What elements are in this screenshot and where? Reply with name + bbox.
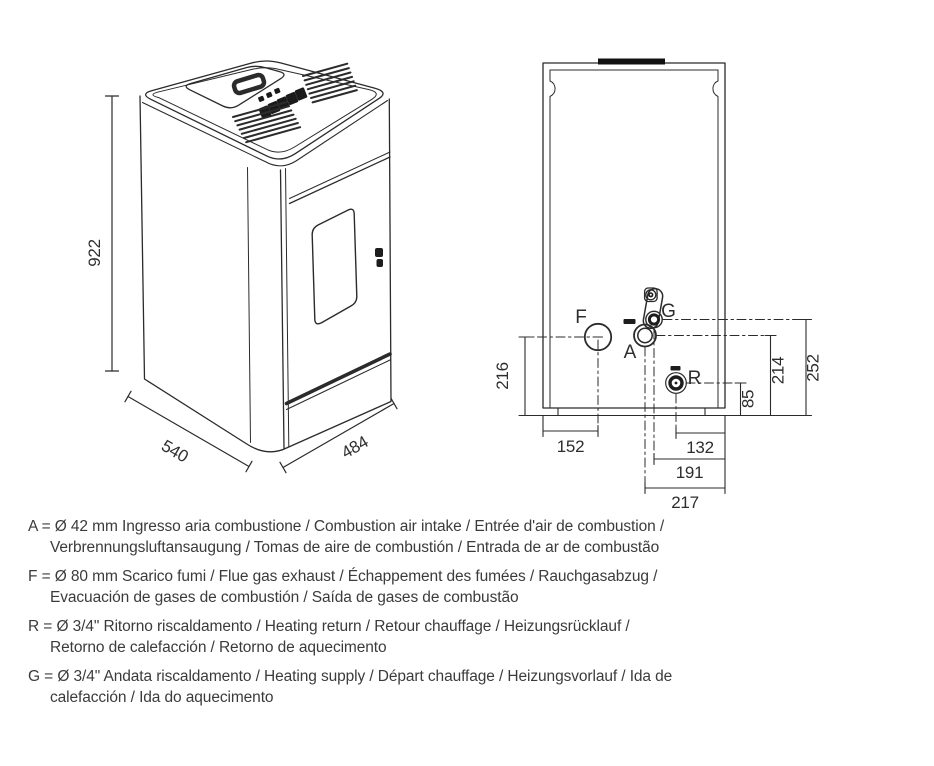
door-handle-icon (375, 248, 383, 267)
heating-supply-port-ring (647, 313, 661, 326)
door-top-edge (289, 151, 391, 199)
heating-supply-port-outer (645, 310, 663, 329)
port-label-g: G (661, 301, 676, 322)
dim-152 (542, 415, 599, 438)
top-grille-front (232, 101, 302, 144)
dim-depth-540 (124, 390, 253, 473)
rear-panel-inner-left (549, 69, 556, 409)
flue-exhaust-port (583, 322, 613, 352)
supply-valve-cap (643, 287, 658, 303)
top-grille-rear (302, 62, 358, 104)
door-bottom-edge-2 (285, 359, 391, 411)
rear-view: F G A R 216 (493, 58, 823, 512)
stove-top-face (144, 60, 384, 160)
dim-label-132: 132 (686, 438, 713, 457)
legend-line-a-2: Verbrennungsluftansaugung / Tomas de air… (50, 539, 660, 556)
dim-217 (644, 463, 726, 495)
supply-valve-cap-ring (645, 289, 657, 301)
dim-height-922 (104, 95, 120, 372)
dim-216 (518, 336, 532, 417)
rear-top-bracket (598, 58, 665, 65)
door-window (311, 208, 358, 325)
port-label-r: R (688, 368, 702, 389)
dim-label-85: 85 (739, 390, 758, 408)
dim-191 (653, 437, 726, 466)
dim-label-191: 191 (676, 463, 703, 482)
legend-line-f-1: F = Ø 80 mm Scarico fumi / Flue gas exha… (28, 568, 658, 585)
stove-corner-edge (247, 167, 251, 443)
door-bottom-edge (284, 352, 392, 406)
legend-line-a-1: A = Ø 42 mm Ingresso aria combustione / … (28, 518, 665, 535)
hopper-handle-icon (231, 72, 267, 96)
dim-214 (764, 334, 777, 417)
legend-line-r-1: R = Ø 3/4" Ritorno riscaldamento / Heati… (28, 618, 630, 635)
dim-width-484 (279, 397, 398, 474)
heating-return-port-dot (674, 381, 678, 385)
legend-line-g-2: calefacción / Ida do aquecimento (50, 689, 274, 706)
dim-label-216: 216 (493, 362, 512, 389)
stove-top-rim-edge (141, 99, 389, 167)
rear-panel-inner-right (712, 69, 719, 409)
door-top-edge-2 (288, 156, 391, 205)
stove-dimension-drawing: 922 540 484 (85, 58, 823, 512)
dim-label-152: 152 (557, 437, 584, 456)
iso-view: 922 540 484 (85, 60, 398, 474)
dim-label-width: 484 (338, 432, 371, 462)
return-mark (670, 366, 681, 371)
dim-label-252: 252 (804, 354, 823, 381)
connections-legend: A = Ø 42 mm Ingresso aria combustione / … (28, 516, 918, 708)
dim-label-depth: 540 (158, 436, 191, 466)
stove-top-face-inner-rim (152, 67, 377, 153)
dim-label-214: 214 (769, 357, 788, 384)
air-intake-port-inner (637, 327, 653, 344)
legend-line-f-2: Evacuación de gases de combustión / Saíd… (50, 589, 519, 606)
dim-252 (799, 318, 813, 417)
legend-line-r-2: Retorno de calefacción / Retorno de aque… (50, 639, 387, 656)
dim-label-height: 922 (85, 239, 104, 266)
dim-label-217: 217 (671, 493, 698, 512)
supply-valve-cap-pin (649, 293, 652, 296)
port-label-a: A (624, 342, 637, 363)
hopper-lid (185, 65, 285, 109)
dim-85 (734, 382, 747, 417)
stove-body-outline (139, 95, 392, 453)
port-label-f: F (575, 307, 587, 328)
legend-line-g-1: G = Ø 3/4" Andata riscaldamento / Heatin… (28, 668, 673, 685)
supply-mark (623, 319, 636, 324)
construction-lines (518, 319, 809, 491)
stove-front-left-edge (279, 169, 285, 450)
dim-132 (675, 415, 726, 440)
stove-front-left-edge-2 (285, 168, 290, 448)
